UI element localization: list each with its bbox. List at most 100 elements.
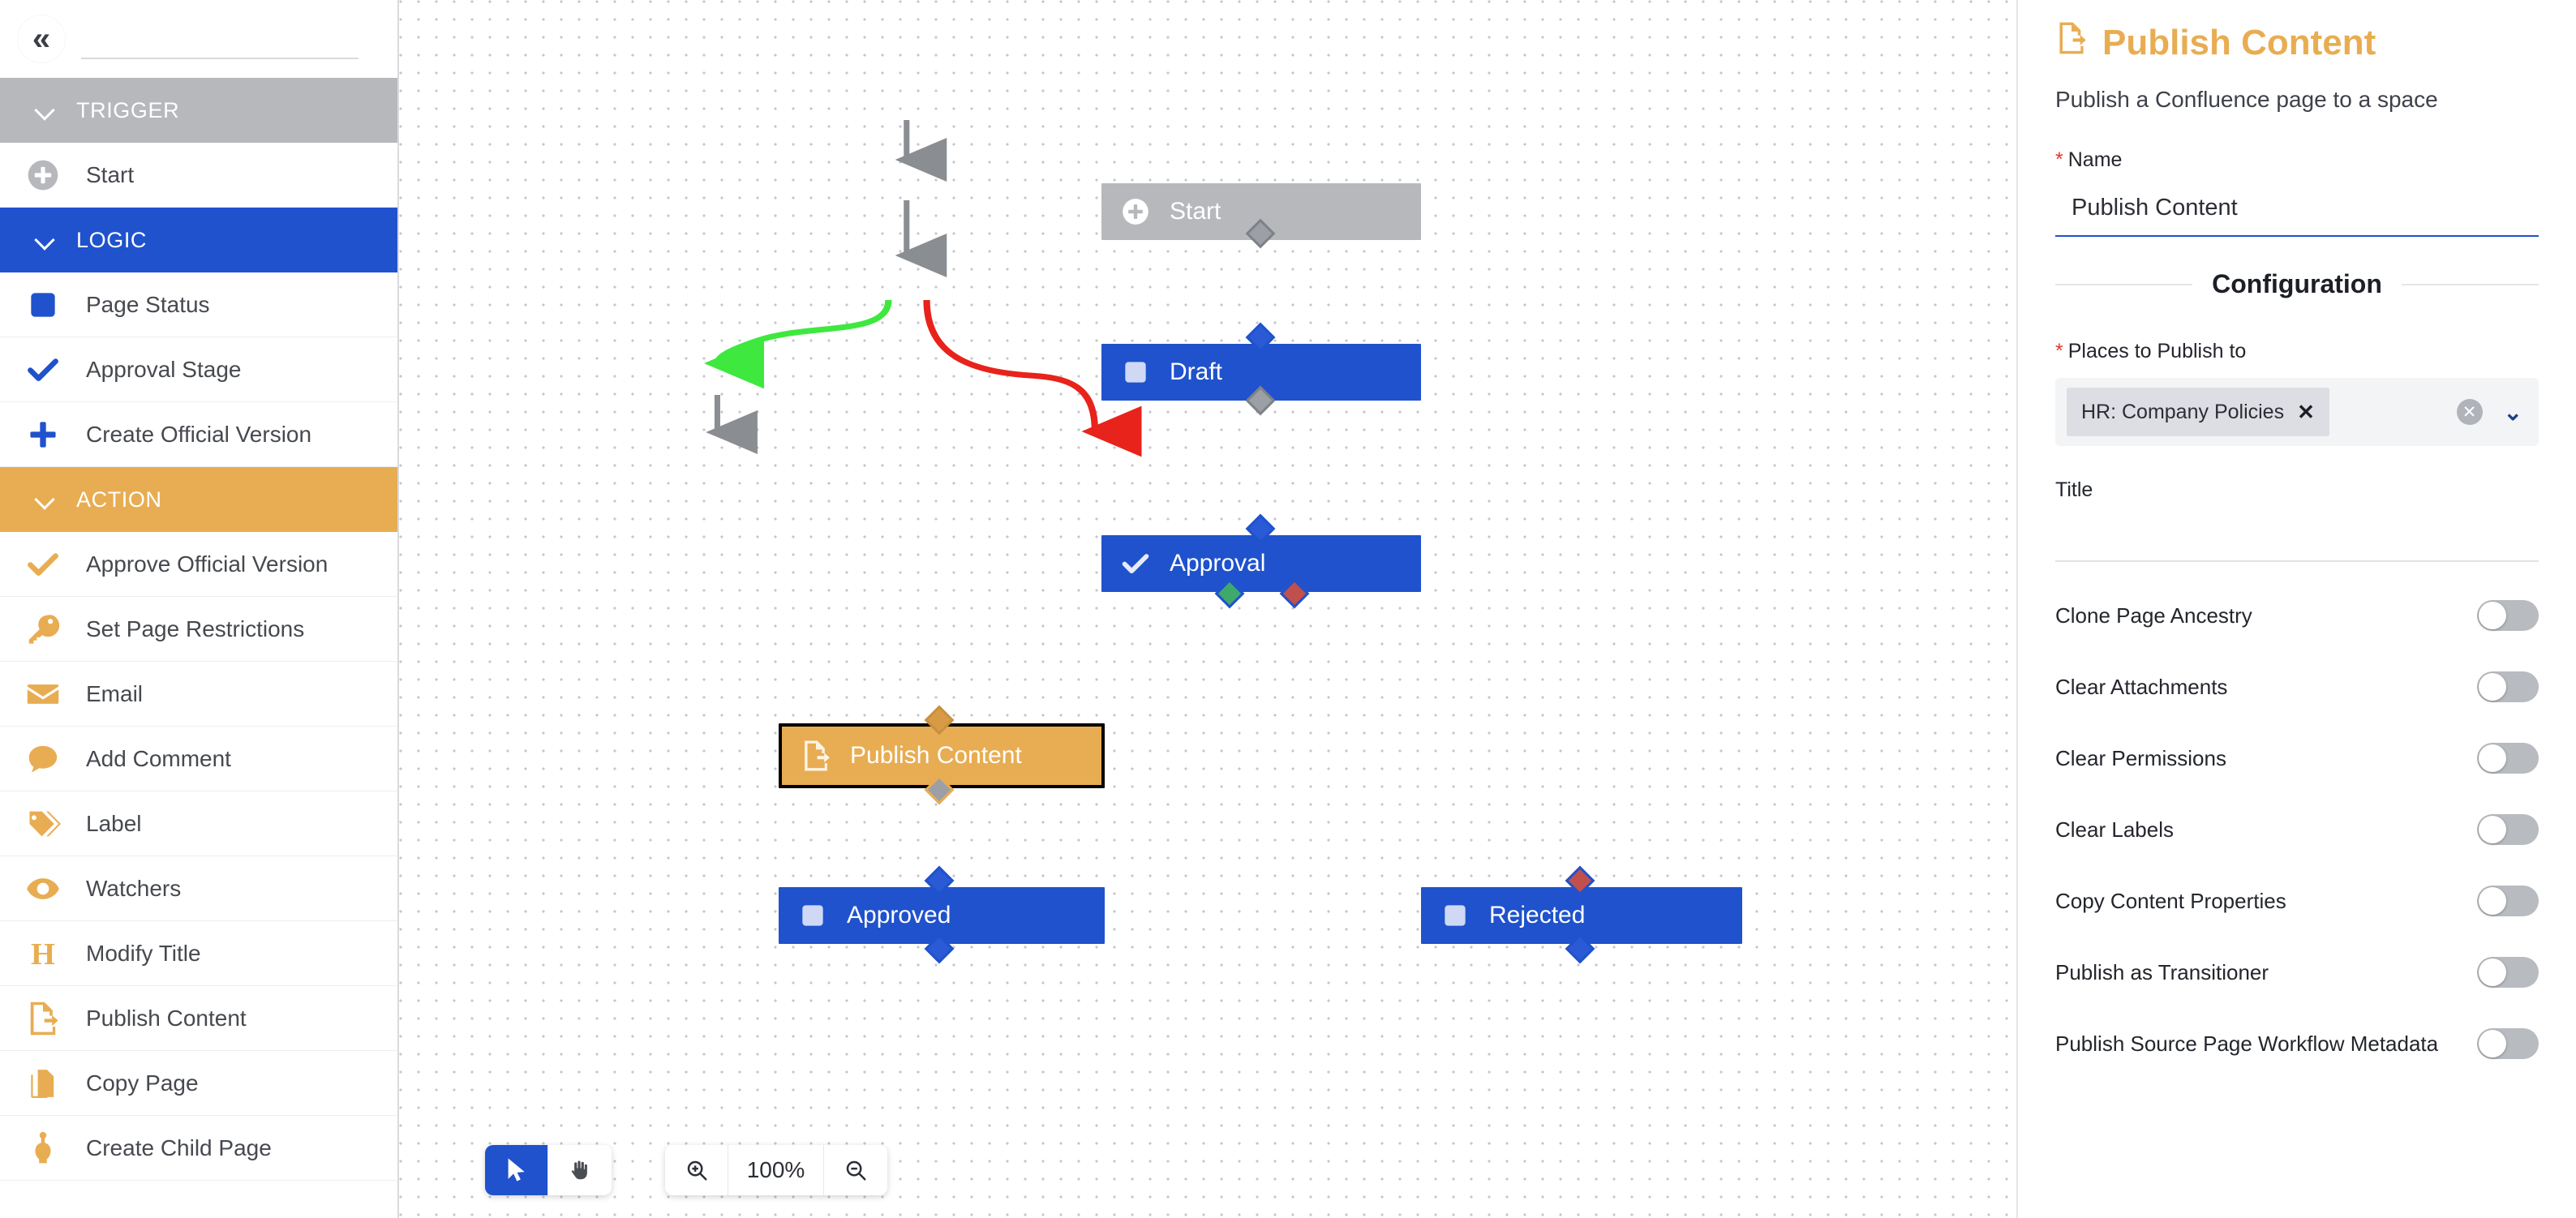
comment-icon xyxy=(24,740,62,778)
eye-icon xyxy=(24,870,62,907)
tag-icon xyxy=(24,805,62,843)
node-label: Rejected xyxy=(1489,902,1586,929)
sidebar-item-create-official-version[interactable]: Create Official Version xyxy=(0,402,397,467)
panel-subtitle: Publish a Confluence page to a space xyxy=(2055,87,2438,112)
toggle-knob xyxy=(2479,744,2506,772)
toggle-switch[interactable] xyxy=(2477,957,2539,988)
canvas-node-approval[interactable]: Approval xyxy=(1101,535,1421,592)
sidebar-item-label: Create Official Version xyxy=(86,421,312,447)
sidebar-item-label: Page Status xyxy=(86,291,210,317)
double-chevron-left-icon[interactable]: « xyxy=(18,15,65,62)
sidebar-item-watchers[interactable]: Watchers xyxy=(0,856,397,921)
sidebar-item-copy-page[interactable]: Copy Page xyxy=(0,1051,397,1116)
sidebar-section-title: TRIGGER xyxy=(76,97,180,122)
title-field-label: Title xyxy=(2055,478,2093,501)
toggle-label: Publish as Transitioner xyxy=(2055,959,2269,984)
name-input[interactable] xyxy=(2055,187,2539,237)
square-icon xyxy=(24,286,62,324)
chevron-down-icon xyxy=(36,491,54,508)
plus-circle-icon xyxy=(1119,195,1152,228)
chip-remove-icon[interactable]: ✕ xyxy=(2297,399,2315,424)
toggle-knob xyxy=(2479,1030,2506,1057)
selected-space-chip[interactable]: HR: Company Policies ✕ xyxy=(2067,388,2329,436)
sidebar-item-set-page-restrictions[interactable]: Set Page Restrictions xyxy=(0,597,397,662)
sidebar-item-label[interactable]: Label xyxy=(0,791,397,856)
heading-h-icon: H xyxy=(24,935,62,972)
toggle-switch[interactable] xyxy=(2477,886,2539,916)
key-icon xyxy=(24,611,62,648)
sidebar-item-label: Start xyxy=(86,161,135,187)
hand-icon[interactable] xyxy=(548,1145,612,1195)
zoom-out-icon[interactable] xyxy=(824,1145,887,1195)
plus-icon xyxy=(24,416,62,453)
places-to-publish-select[interactable]: HR: Company Policies ✕ ✕ ⌄ xyxy=(2055,378,2539,446)
publish-page-icon xyxy=(24,1000,62,1037)
canvas-toolbar: 100% xyxy=(485,1145,887,1195)
toggle-knob xyxy=(2479,887,2506,915)
name-field-label: *Name xyxy=(2055,148,2123,171)
configuration-heading: Configuration xyxy=(2212,269,2382,298)
toggle-label: Clear Attachments xyxy=(2055,674,2228,699)
toggle-switch[interactable] xyxy=(2477,671,2539,702)
sidebar-item-label: Watchers xyxy=(86,875,182,901)
sidebar-section-header-trigger[interactable]: TRIGGER xyxy=(0,78,397,143)
node-label: Approval xyxy=(1170,550,1266,577)
sidebar-item-label: Publish Content xyxy=(86,1005,247,1031)
sidebar-item-label: Approve Official Version xyxy=(86,551,328,577)
required-marker: * xyxy=(2055,148,2063,171)
publish-page-icon xyxy=(2055,21,2088,64)
sidebar-item-email[interactable]: Email xyxy=(0,662,397,727)
sidebar-item-approve-official-version[interactable]: Approve Official Version xyxy=(0,532,397,597)
toggle-switch[interactable] xyxy=(2477,743,2539,774)
toggle-switch[interactable] xyxy=(2477,1028,2539,1059)
svg-text:H: H xyxy=(31,937,55,971)
check-icon xyxy=(1119,547,1152,580)
panel-title: Publish Content xyxy=(2055,21,2539,64)
toggle-switch[interactable] xyxy=(2477,814,2539,845)
divider-line-right xyxy=(2401,283,2540,285)
toggle-label: Publish Source Page Workflow Metadata xyxy=(2055,1031,2439,1056)
chevron-down-icon[interactable]: ⌄ xyxy=(2503,399,2522,425)
sidebar-item-label: Add Comment xyxy=(86,745,231,771)
toggle-knob xyxy=(2479,959,2506,986)
sidebar-item-label: Approval Stage xyxy=(86,356,242,382)
toggle-switch[interactable] xyxy=(2477,600,2539,631)
sidebar-header: « xyxy=(0,0,397,78)
toggle-row-copy-content-properties: Copy Content Properties xyxy=(2055,865,2539,937)
node-label: Draft xyxy=(1170,358,1223,385)
zoom-in-icon[interactable] xyxy=(665,1145,728,1195)
toggle-row-publish-as-transitioner: Publish as Transitioner xyxy=(2055,937,2539,1008)
sidebar-item-label: Email xyxy=(86,680,144,706)
sidebar-item-start[interactable]: Start xyxy=(0,143,397,208)
toggle-label: Clone Page Ancestry xyxy=(2055,603,2252,628)
sidebar-item-approval-stage[interactable]: Approval Stage xyxy=(0,337,397,402)
sidebar-section-header-logic[interactable]: LOGIC xyxy=(0,208,397,272)
sidebar-item-label: Copy Page xyxy=(86,1070,199,1096)
create-child-page-icon xyxy=(24,1130,62,1167)
node-label: Start xyxy=(1170,198,1221,225)
canvas-node-approved[interactable]: Approved xyxy=(779,887,1105,944)
sidebar-item-add-comment[interactable]: Add Comment xyxy=(0,727,397,791)
clear-all-icon[interactable]: ✕ xyxy=(2456,399,2483,425)
cursor-arrow-icon[interactable] xyxy=(485,1145,548,1195)
sidebar-item-label: Create Child Page xyxy=(86,1134,272,1160)
toggle-row-clear-attachments: Clear Attachments xyxy=(2055,651,2539,723)
square-icon xyxy=(796,899,829,932)
search-input[interactable] xyxy=(81,19,358,59)
sidebar-section-header-action[interactable]: ACTION xyxy=(0,467,397,532)
toggle-label: Clear Labels xyxy=(2055,817,2174,842)
sidebar-item-create-child-page[interactable]: Create Child Page xyxy=(0,1116,397,1181)
sidebar-item-publish-content[interactable]: Publish Content xyxy=(0,986,397,1051)
places-field-label: *Places to Publish to xyxy=(2055,340,2247,362)
title-input[interactable] xyxy=(2055,517,2539,562)
square-icon xyxy=(1119,356,1152,388)
publish-page-icon xyxy=(800,740,832,772)
check-icon xyxy=(24,351,62,388)
zoom-level-label[interactable]: 100% xyxy=(728,1145,824,1195)
canvas-node-rejected[interactable]: Rejected xyxy=(1421,887,1742,944)
toggle-label: Copy Content Properties xyxy=(2055,888,2286,913)
sidebar-item-page-status[interactable]: Page Status xyxy=(0,272,397,337)
